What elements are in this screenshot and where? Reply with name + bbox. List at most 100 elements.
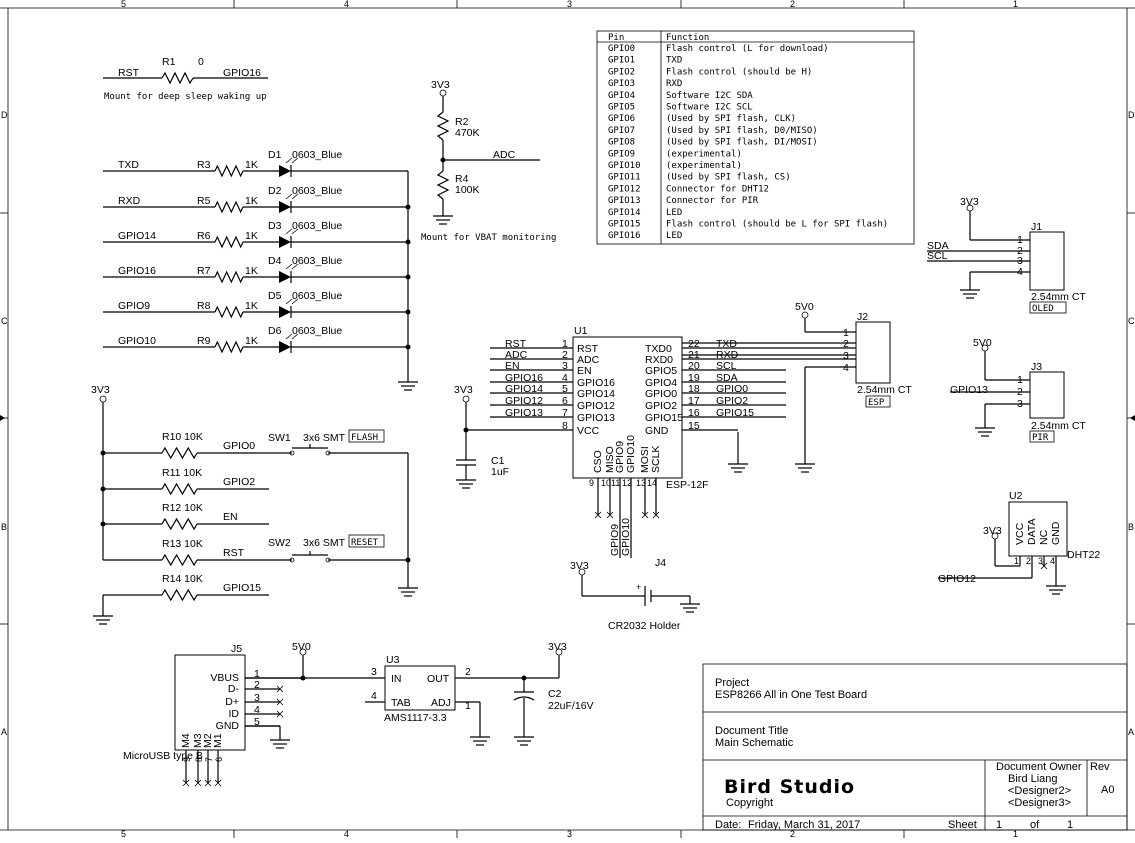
table-pin-gpio14: GPIO14: [608, 208, 641, 218]
table-pin-gpio7: GPIO7: [608, 126, 635, 136]
led-resistor-ref: R3: [197, 159, 211, 171]
u2-pin-data: DATA: [1026, 519, 1038, 545]
c1-ref: C1: [491, 455, 505, 467]
led-resistor-value: 1K: [245, 195, 258, 207]
j1-supply: 3V3: [960, 196, 979, 208]
j3-part: 2.54mm CT: [1031, 420, 1086, 432]
no-connect-icon: [182, 779, 190, 787]
u2-num-3: 3: [1038, 556, 1043, 566]
j5-pin-name: GND: [216, 720, 240, 732]
led-emission-icon: [285, 228, 299, 235]
j5-pin-name: D+: [225, 696, 239, 708]
r2-value: 470K: [455, 127, 480, 139]
led-net: GPIO16: [118, 265, 156, 277]
project-name: ESP8266 All in One Test Board: [715, 689, 867, 701]
u1-right-pin-name: GPIO5: [645, 365, 677, 377]
led-ref: D6: [268, 325, 282, 337]
u1-left-pins: RST1RSTADC2ADCEN3ENGPIO164GPIO16GPIO145G…: [466, 338, 615, 437]
j5-mount-num: 8: [194, 757, 204, 762]
u2-num-4: 4: [1050, 556, 1055, 566]
u1-right-pin-name: TXD0: [645, 343, 672, 355]
led-resistor-value: 1K: [245, 300, 258, 312]
pullup-ref: R14 10K: [162, 573, 203, 585]
u1-left-pin-name: VCC: [577, 425, 600, 437]
j1-net-sda: SDA: [927, 240, 949, 252]
table-pin-gpio16: GPIO16: [608, 231, 641, 241]
title-block: Project ESP8266 All in One Test Board Do…: [702, 663, 1128, 831]
no-connect-icon: [652, 511, 660, 519]
u3-regulator: 5V0 U3 AMS1117-3.3 IN OUT TAB ADJ 3 2 4 …: [245, 641, 594, 746]
j5-pin-num: 4: [254, 704, 260, 716]
u3-pin-in: IN: [391, 673, 402, 685]
table-pin-gpio10: GPIO10: [608, 161, 641, 171]
j2-pin-2: 2: [843, 338, 849, 350]
pullup-net: EN: [223, 511, 238, 523]
u1-right-net: GPIO15: [716, 407, 754, 419]
u1-supply: 3V3: [454, 384, 473, 396]
table-function-gpio11: (Used by SPI flash, CS): [666, 173, 791, 183]
resistor-symbol: [214, 340, 244, 354]
no-connect-icon: [606, 511, 614, 519]
u2-pin-vcc: VCC: [1014, 522, 1026, 545]
owner-1: Bird Liang: [1008, 773, 1058, 785]
col-label-bottom-2: 2: [790, 829, 795, 838]
u1-left-pin-num: 1: [562, 338, 568, 350]
j5-mount-num: 7: [204, 757, 214, 762]
r1-circuit: RST R1 0 GPIO16 Mount for deep sleep wak…: [103, 56, 268, 102]
u3-out-supply: 3V3: [548, 641, 567, 653]
table-function-gpio3: RXD: [666, 79, 682, 89]
row-label-right-d: D: [1128, 110, 1135, 120]
u3-num-in: 3: [371, 666, 377, 678]
led-net: TXD: [118, 159, 139, 171]
j2-ref: J2: [857, 311, 868, 323]
vbat-net-adc: ADC: [493, 149, 516, 161]
u1-right-pin-num: 18: [688, 383, 700, 395]
j1-pin-2: 2: [1017, 245, 1023, 257]
u2-dht22: U2 DHT22 VCC DATA NC GND 1 2 3 4 3V3 GPI…: [938, 490, 1100, 595]
j5-pin-name: VBUS: [210, 672, 239, 684]
u1-left-pin-name: RST: [577, 343, 599, 355]
j5-pin-name: ID: [229, 708, 240, 720]
col-label-top-1: 1: [1013, 0, 1018, 9]
u2-num-2: 2: [1026, 556, 1031, 566]
u1-bottom-pin-name: GPIO10: [625, 435, 637, 473]
u3-ref: U3: [386, 654, 400, 666]
rev-value: A0: [1101, 784, 1114, 796]
table-function-gpio1: TXD: [666, 56, 682, 66]
table-function-gpio16: LED: [666, 231, 682, 241]
u3-num-tab: 4: [371, 690, 377, 702]
u1-bottom-pin-num: 13: [636, 478, 646, 488]
rev-label: Rev: [1090, 761, 1110, 773]
j5-mount-name: M2: [202, 733, 214, 748]
u1-left-pin-num: 3: [562, 360, 568, 372]
u3-num-out: 2: [465, 666, 471, 678]
j2-part: 2.54mm CT: [857, 384, 912, 396]
u1-esp12f: U1 ESP-12F RST1RSTADC2ADCEN3ENGPIO164GPI…: [454, 325, 856, 558]
pullup-net: GPIO15: [223, 582, 261, 594]
resistor-symbol: [214, 200, 244, 214]
sw2-part: 3x6 SMT: [303, 537, 346, 549]
u1-right-pin-name: GPIO4: [645, 377, 677, 389]
r1-note: Mount for deep sleep waking up: [104, 92, 267, 102]
table-pin-gpio1: GPIO1: [608, 56, 635, 66]
no-connect-icon: [276, 698, 284, 706]
resistor-symbol: [161, 553, 198, 567]
led-resistor-ref: R5: [197, 195, 211, 207]
u3-in-supply: 5V0: [292, 641, 311, 653]
u1-bottom-pin-num: 10: [601, 478, 611, 488]
pullup-net: GPIO0: [223, 440, 255, 452]
table-pin-gpio8: GPIO8: [608, 138, 635, 148]
table-function-gpio9: (experimental): [666, 149, 742, 159]
j5-mount-name: M4: [180, 733, 192, 748]
pullup-supply: 3V3: [91, 384, 110, 396]
table-header-pin: Pin: [608, 33, 624, 43]
r1-net-right: GPIO16: [223, 67, 261, 79]
u1-right-net: GPIO2: [716, 395, 748, 407]
u2-part: DHT22: [1067, 549, 1100, 561]
table-pin-gpio12: GPIO12: [608, 184, 641, 194]
led-emission-icon: [285, 263, 299, 270]
vbat-note: Mount for VBAT monitoring: [421, 233, 556, 243]
